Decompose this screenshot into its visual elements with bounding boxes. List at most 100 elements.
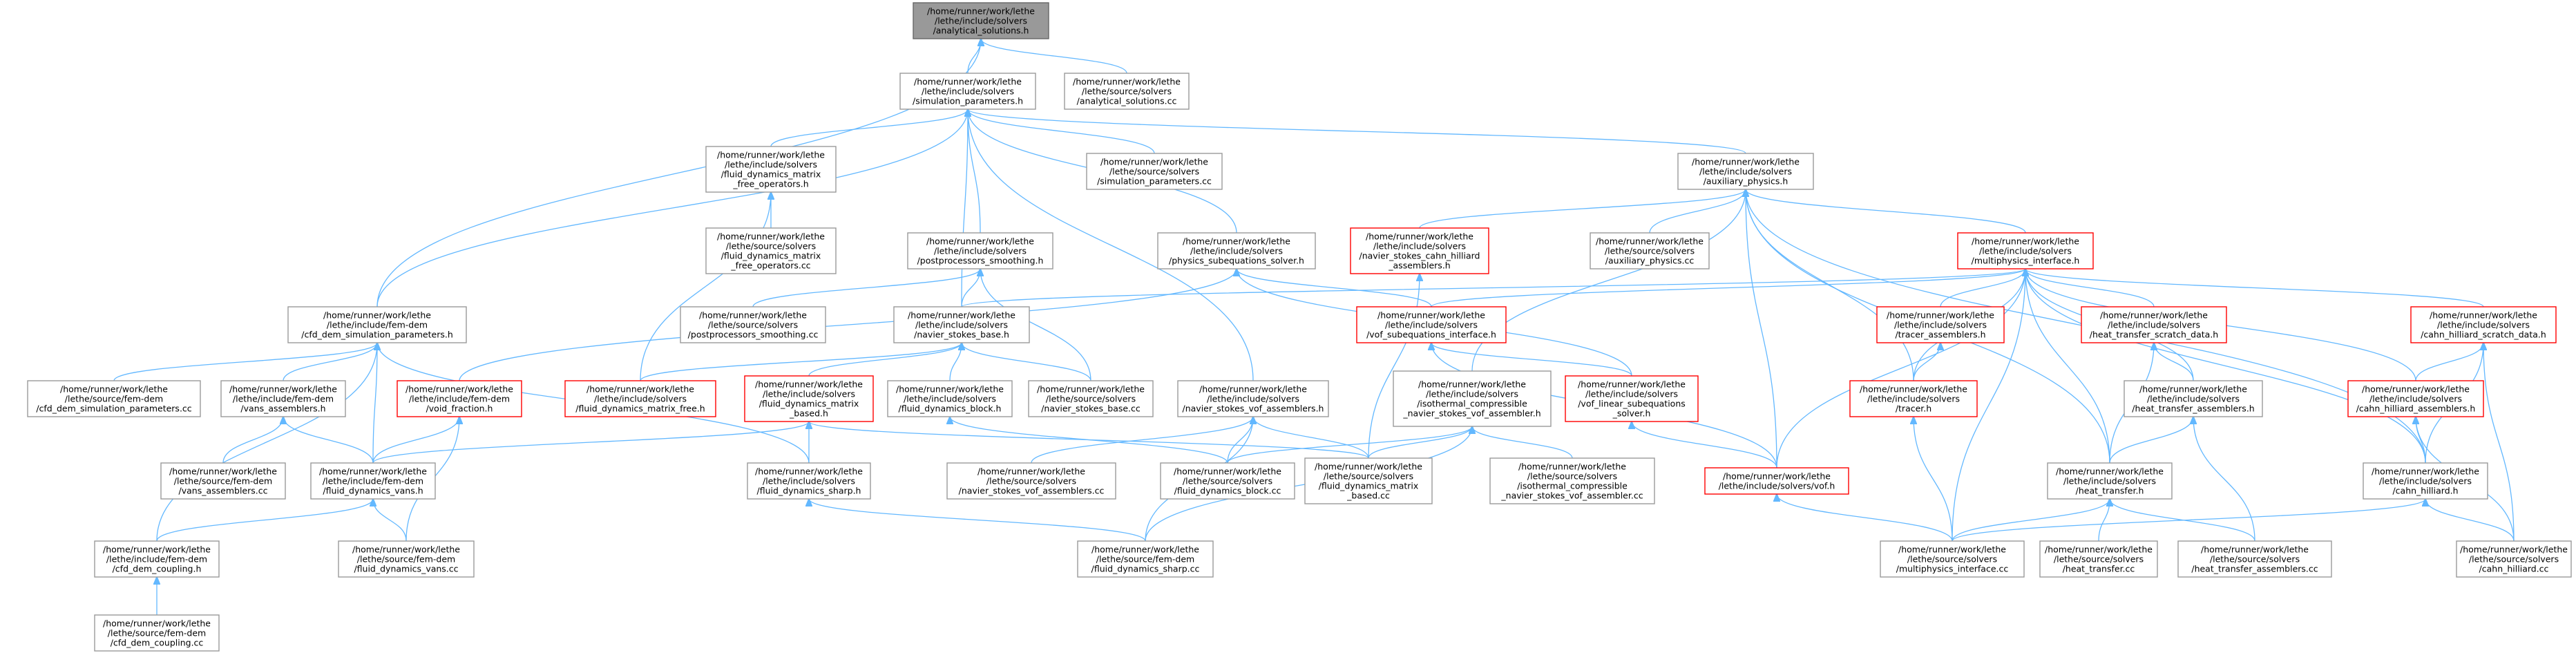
node-label-line: /lethe/source/solvers [1082, 86, 1172, 97]
node-analytical-solutions-cc[interactable]: /home/runner/work/lethe/lethe/source/sol… [1064, 73, 1190, 110]
node-navier-stokes-cahn-hilliard-assemblers-h[interactable]: /home/runner/work/lethe/lethe/include/so… [1350, 227, 1489, 274]
node-cfd-dem-coupling-cc[interactable]: /home/runner/work/lethe/lethe/source/fem… [94, 614, 220, 652]
edge-cahn-hilliard-cc-to-cahn-hilliard-scratch-data-h [2483, 343, 2515, 542]
node-fluid-dynamics-block-cc[interactable]: /home/runner/work/lethe/lethe/source/sol… [1160, 462, 1295, 500]
node-navier-stokes-base-cc[interactable]: /home/runner/work/lethe/lethe/source/sol… [1028, 380, 1154, 417]
node-label-line: /lethe/include/solvers [1385, 320, 1478, 330]
node-label-line: /lethe/source/fem-dem [1096, 554, 1194, 565]
node-cahn-hilliard-assemblers-h[interactable]: /home/runner/work/lethe/lethe/include/so… [2347, 380, 2484, 417]
edge-multiphysics-interface-cc-to-heat-transfer-h [1952, 499, 2110, 542]
node-fluid-dynamics-matrix-free-operators-h[interactable]: /home/runner/work/lethe/lethe/include/so… [705, 146, 837, 193]
node-cfd-dem-simulation-parameters-cc[interactable]: /home/runner/work/lethe/lethe/source/fem… [27, 380, 201, 417]
node-heat-transfer-scratch-data-h[interactable]: /home/runner/work/lethe/lethe/include/so… [2081, 306, 2227, 343]
node-fluid-dynamics-matrix-based-h[interactable]: /home/runner/work/lethe/lethe/include/so… [744, 375, 874, 422]
edge-vans-assemblers-h-to-cfd-dem-simulation-parameters-h [283, 343, 377, 381]
node-vof-linear-subequations-solver-h[interactable]: /home/runner/work/lethe/lethe/include/so… [1565, 375, 1699, 422]
node-tracer-h[interactable]: /home/runner/work/lethe/lethe/include/so… [1849, 380, 1978, 417]
node-label-line: /navier_stokes_vof_assemblers.cc [959, 486, 1105, 496]
node-label-line: /navier_stokes_base.h [914, 330, 1009, 340]
node-cahn-hilliard-scratch-data-h[interactable]: /home/runner/work/lethe/lethe/include/so… [2410, 306, 2557, 343]
node-box [1064, 73, 1190, 110]
node-label-line: /fluid_dynamics_matrix [721, 169, 821, 180]
node-multiphysics-interface-cc[interactable]: /home/runner/work/lethe/lethe/source/sol… [1880, 540, 2025, 578]
nodes-layer: /home/runner/work/lethe/lethe/include/so… [27, 2, 2572, 652]
node-vof-subequations-interface-h[interactable]: /home/runner/work/lethe/lethe/include/so… [1356, 306, 1507, 343]
edge-navier-stokes-base-h-to-multiphysics-interface-h [961, 269, 2025, 307]
node-fluid-dynamics-sharp-cc[interactable]: /home/runner/work/lethe/lethe/source/fem… [1077, 540, 1214, 578]
node-fluid-dynamics-vans-cc[interactable]: /home/runner/work/lethe/lethe/source/fem… [338, 540, 475, 578]
node-label-line: /vans_assemblers.cc [179, 486, 268, 496]
node-label-line: /lethe/source/solvers [1183, 476, 1272, 486]
node-label-line: /lethe/include/solvers [725, 160, 817, 170]
node-box [220, 380, 346, 417]
node-label-line: /lethe/include/solvers [2063, 476, 2156, 486]
node-label-line: /home/runner/work/lethe [1898, 545, 2006, 555]
node-physics-subequations-solver-h[interactable]: /home/runner/work/lethe/lethe/include/so… [1157, 232, 1316, 269]
node-label-line: /home/runner/work/lethe [1723, 471, 1831, 482]
node-postprocessors-smoothing-h[interactable]: /home/runner/work/lethe/lethe/include/so… [907, 232, 1053, 269]
edge-tracer-h-to-tracer-assemblers-h [1913, 343, 1940, 381]
edge-cfd-dem-simulation-parameters-h-to-analytical-solutions-h [376, 39, 981, 307]
node-box [1957, 232, 2094, 269]
node-vans-assemblers-h[interactable]: /home/runner/work/lethe/lethe/include/fe… [220, 380, 346, 417]
node-heat-transfer-assemblers-h[interactable]: /home/runner/work/lethe/lethe/include/so… [2124, 380, 2263, 417]
node-auxiliary-physics-cc[interactable]: /home/runner/work/lethe/lethe/source/sol… [1590, 232, 1710, 269]
node-fluid-dynamics-matrix-based-cc[interactable]: /home/runner/work/lethe/lethe/source/sol… [1304, 457, 1433, 504]
node-tracer-assemblers-h[interactable]: /home/runner/work/lethe/lethe/include/so… [1876, 306, 2005, 343]
edge-postprocessors-smoothing-cc-to-postprocessors-smoothing-h [752, 269, 980, 307]
node-box [1160, 462, 1295, 500]
node-box [1077, 540, 1214, 578]
edge-fluid-dynamics-vans-h-to-cfd-dem-simulation-parameters-h [372, 343, 377, 464]
node-label-line: /cahn_hilliard_assemblers.h [2356, 404, 2476, 414]
node-label-line: /lethe/source/solvers [1324, 471, 1413, 482]
node-isothermal-compressible-navier-stokes-vof-assembler-cc[interactable]: /home/runner/work/lethe/lethe/source/sol… [1489, 457, 1655, 504]
edge-vans-assemblers-cc-to-vans-assemblers-h [222, 417, 283, 464]
node-cahn-hilliard-h[interactable]: /home/runner/work/lethe/lethe/include/so… [2363, 462, 2488, 500]
node-navier-stokes-vof-assemblers-h[interactable]: /home/runner/work/lethe/lethe/include/so… [1177, 380, 1329, 417]
node-box [1177, 380, 1329, 417]
node-isothermal-compressible-navier-stokes-vof-assembler-h[interactable]: /home/runner/work/lethe/lethe/include/so… [1393, 370, 1552, 427]
node-vof-h[interactable]: /home/runner/work/lethe/lethe/include/so… [1704, 467, 1849, 495]
node-simulation-parameters-h[interactable]: /home/runner/work/lethe/lethe/include/so… [899, 73, 1036, 110]
node-navier-stokes-vof-assemblers-cc[interactable]: /home/runner/work/lethe/lethe/source/sol… [946, 462, 1116, 500]
node-cfd-dem-simulation-parameters-h[interactable]: /home/runner/work/lethe/lethe/include/fe… [287, 306, 467, 343]
node-postprocessors-smoothing-cc[interactable]: /home/runner/work/lethe/lethe/source/sol… [680, 306, 826, 343]
node-box [1304, 457, 1433, 504]
node-label-line: /heat_transfer.h [2076, 486, 2144, 496]
node-label-line: /navier_stokes_cahn_hilliard [1359, 251, 1480, 261]
node-label-line: /cahn_hilliard.h [2392, 486, 2458, 496]
node-cahn-hilliard-cc[interactable]: /home/runner/work/lethe/lethe/source/sol… [2456, 540, 2572, 578]
node-label-line: /heat_transfer_scratch_data.h [2090, 330, 2218, 340]
node-box [338, 540, 475, 578]
node-box [1157, 232, 1316, 269]
node-label-line: /lethe/source/solvers [986, 476, 1076, 486]
node-label-line: /vof_subequations_interface.h [1366, 330, 1496, 340]
node-void-fraction-h[interactable]: /home/runner/work/lethe/lethe/include/fe… [397, 380, 522, 417]
node-heat-transfer-assemblers-cc[interactable]: /home/runner/work/lethe/lethe/source/sol… [2177, 540, 2332, 578]
node-navier-stokes-base-h[interactable]: /home/runner/work/lethe/lethe/include/so… [893, 306, 1030, 343]
node-fluid-dynamics-matrix-free-operators-cc[interactable]: /home/runner/work/lethe/lethe/source/sol… [705, 227, 837, 274]
node-box [1880, 540, 2025, 578]
node-label-line: /home/runner/work/lethe [717, 150, 825, 160]
node-heat-transfer-cc[interactable]: /home/runner/work/lethe/lethe/source/sol… [2039, 540, 2158, 578]
node-label-line: /home/runner/work/lethe [352, 545, 460, 555]
edge-vof-subequations-interface-h-to-multiphysics-interface-h [1431, 269, 2025, 307]
node-multiphysics-interface-h[interactable]: /home/runner/work/lethe/lethe/include/so… [1957, 232, 2094, 269]
node-simulation-parameters-cc[interactable]: /home/runner/work/lethe/lethe/source/sol… [1086, 153, 1223, 190]
node-auxiliary-physics-h[interactable]: /home/runner/work/lethe/lethe/include/so… [1677, 153, 1814, 190]
node-box [2177, 540, 2332, 578]
node-label-line: /home/runner/work/lethe [914, 77, 1022, 87]
node-fluid-dynamics-sharp-h[interactable]: /home/runner/work/lethe/lethe/include/so… [747, 462, 871, 500]
node-fluid-dynamics-vans-h[interactable]: /home/runner/work/lethe/lethe/include/fe… [310, 462, 436, 500]
node-label-line: /home/runner/work/lethe [103, 545, 211, 555]
edge-multiphysics-interface-cc-to-tracer-h [1914, 417, 1953, 542]
node-box [2363, 462, 2488, 500]
node-box [913, 2, 1049, 39]
node-label-line: /lethe/include/fem-dem [327, 320, 428, 330]
node-cfd-dem-coupling-h[interactable]: /home/runner/work/lethe/lethe/include/fe… [94, 540, 220, 578]
node-vans-assemblers-cc[interactable]: /home/runner/work/lethe/lethe/source/fem… [160, 462, 286, 500]
edge-auxiliary-physics-cc-to-auxiliary-physics-h [1649, 189, 1746, 234]
node-fluid-dynamics-block-h[interactable]: /home/runner/work/lethe/lethe/include/so… [887, 380, 1013, 417]
node-fluid-dynamics-matrix-free-h[interactable]: /home/runner/work/lethe/lethe/include/so… [564, 380, 716, 417]
node-heat-transfer-h[interactable]: /home/runner/work/lethe/lethe/include/so… [2047, 462, 2173, 500]
